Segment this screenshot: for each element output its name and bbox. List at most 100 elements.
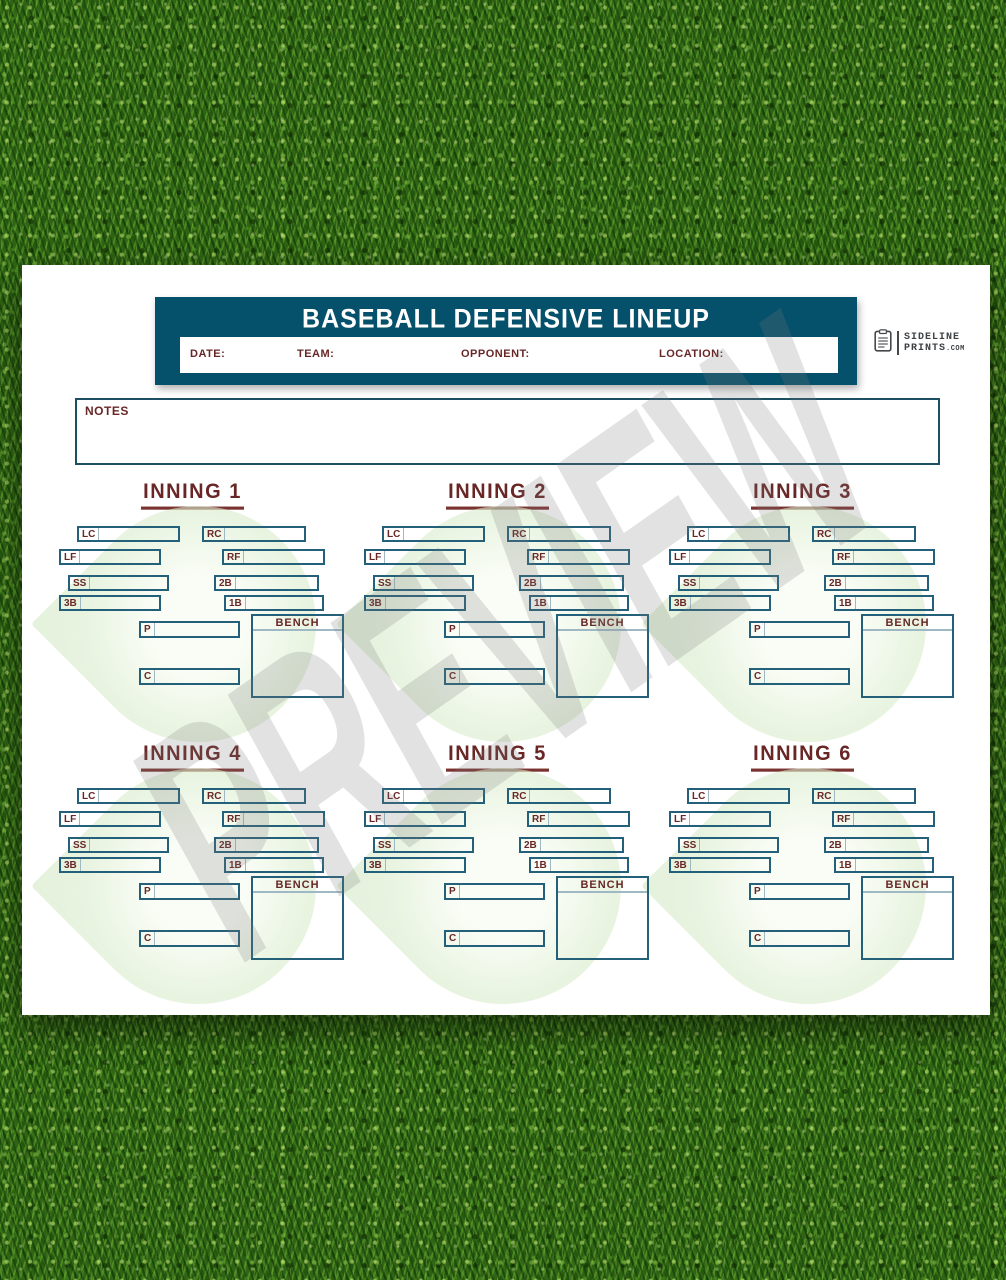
opponent-field-label: OPPONENT: xyxy=(461,348,530,360)
position-label-ss: SS xyxy=(375,577,396,589)
bench-label: BENCH xyxy=(558,878,647,893)
position-write-area xyxy=(549,813,628,825)
brand-line2: PRINTS xyxy=(904,342,947,354)
position-label-1b: 1B xyxy=(226,597,246,609)
position-write-area xyxy=(155,670,238,683)
position-label-ss: SS xyxy=(680,839,701,851)
position-label-1b: 1B xyxy=(226,859,246,871)
position-label-ss: SS xyxy=(680,577,701,589)
position-write-area xyxy=(835,528,914,540)
position-field-rc: RC xyxy=(507,788,611,804)
inning-section: INNING 5 LC RC LF RF SS 2B 3B xyxy=(336,719,670,1015)
position-label-3b: 3B xyxy=(366,859,386,871)
position-field-ss: SS xyxy=(678,575,779,591)
bench-label: BENCH xyxy=(253,616,342,631)
position-label-rc: RC xyxy=(204,790,226,802)
position-write-area xyxy=(549,551,628,563)
position-write-area xyxy=(690,551,769,563)
position-field-rf: RF xyxy=(832,549,935,565)
position-field-lc: LC xyxy=(687,788,790,804)
position-field-3b: 3B xyxy=(59,595,161,611)
position-label-1b: 1B xyxy=(836,859,856,871)
position-field-2b: 2B xyxy=(519,575,624,591)
notes-box: NOTES xyxy=(75,398,940,465)
position-label-2b: 2B xyxy=(826,577,846,589)
position-label-c: C xyxy=(446,670,461,683)
position-write-area xyxy=(846,839,927,851)
position-write-area xyxy=(244,551,323,563)
logo-divider xyxy=(897,331,899,355)
position-field-rf: RF xyxy=(222,549,325,565)
position-write-area xyxy=(81,859,159,871)
position-label-rc: RC xyxy=(814,528,836,540)
bench-box: BENCH xyxy=(556,876,649,960)
position-field-rc: RC xyxy=(202,526,306,542)
position-write-area xyxy=(99,528,178,540)
position-field-ss: SS xyxy=(373,837,474,853)
position-label-c: C xyxy=(751,670,766,683)
position-label-2b: 2B xyxy=(826,839,846,851)
position-label-lc: LC xyxy=(79,790,100,802)
position-label-rc: RC xyxy=(509,528,531,540)
position-label-lf: LF xyxy=(671,551,691,563)
position-write-area xyxy=(541,577,622,589)
inning-section: INNING 6 LC RC LF RF SS 2B 3B xyxy=(641,719,975,1015)
position-field-c: C xyxy=(139,668,240,685)
position-write-area xyxy=(835,790,914,802)
team-field-label: TEAM: xyxy=(297,348,335,360)
position-label-c: C xyxy=(751,932,766,945)
position-label-c: C xyxy=(141,670,156,683)
position-write-area xyxy=(404,790,483,802)
position-label-p: P xyxy=(446,623,460,636)
position-label-lf: LF xyxy=(366,551,386,563)
position-write-area xyxy=(690,813,769,825)
position-write-area xyxy=(551,597,627,609)
position-field-lf: LF xyxy=(364,549,466,565)
notes-label: NOTES xyxy=(85,404,129,418)
clipboard-icon xyxy=(874,329,892,357)
inning-fields: LC RC LF RF SS 2B 3B 1B xyxy=(336,457,670,791)
position-write-area xyxy=(709,790,788,802)
position-field-c: C xyxy=(444,930,545,947)
position-write-area xyxy=(854,551,933,563)
position-label-ss: SS xyxy=(375,839,396,851)
position-field-lf: LF xyxy=(364,811,466,827)
position-field-rf: RF xyxy=(527,811,630,827)
inning-fields: LC RC LF RF SS 2B 3B 1B xyxy=(31,719,365,1015)
position-write-area xyxy=(90,839,167,851)
position-write-area xyxy=(530,528,609,540)
position-label-p: P xyxy=(751,623,765,636)
position-write-area xyxy=(691,859,769,871)
position-label-lf: LF xyxy=(61,813,81,825)
position-write-area xyxy=(90,577,167,589)
position-label-rf: RF xyxy=(224,813,245,825)
position-field-ss: SS xyxy=(373,575,474,591)
position-field-3b: 3B xyxy=(364,595,466,611)
header-info-strip: DATE: TEAM: OPPONENT: LOCATION: xyxy=(180,337,838,373)
position-label-p: P xyxy=(141,885,155,898)
position-field-c: C xyxy=(444,668,545,685)
position-label-c: C xyxy=(446,932,461,945)
position-label-2b: 2B xyxy=(216,839,236,851)
position-write-area xyxy=(551,859,627,871)
position-write-area xyxy=(395,577,472,589)
position-field-lf: LF xyxy=(59,811,161,827)
position-write-area xyxy=(246,597,322,609)
position-field-rf: RF xyxy=(222,811,325,827)
position-label-3b: 3B xyxy=(366,597,386,609)
position-label-p: P xyxy=(141,623,155,636)
position-write-area xyxy=(856,597,932,609)
position-write-area xyxy=(700,839,777,851)
position-write-area xyxy=(460,670,543,683)
position-write-area xyxy=(404,528,483,540)
brand-line1: SIDELINE xyxy=(904,331,961,343)
position-write-area xyxy=(385,551,464,563)
position-field-lc: LC xyxy=(77,526,180,542)
position-label-rc: RC xyxy=(509,790,531,802)
position-field-2b: 2B xyxy=(519,837,624,853)
position-write-area xyxy=(709,528,788,540)
position-write-area xyxy=(700,577,777,589)
position-write-area xyxy=(460,623,543,636)
inning-section: INNING 3 LC RC LF RF SS 2B 3B xyxy=(641,457,975,791)
position-label-3b: 3B xyxy=(61,597,81,609)
